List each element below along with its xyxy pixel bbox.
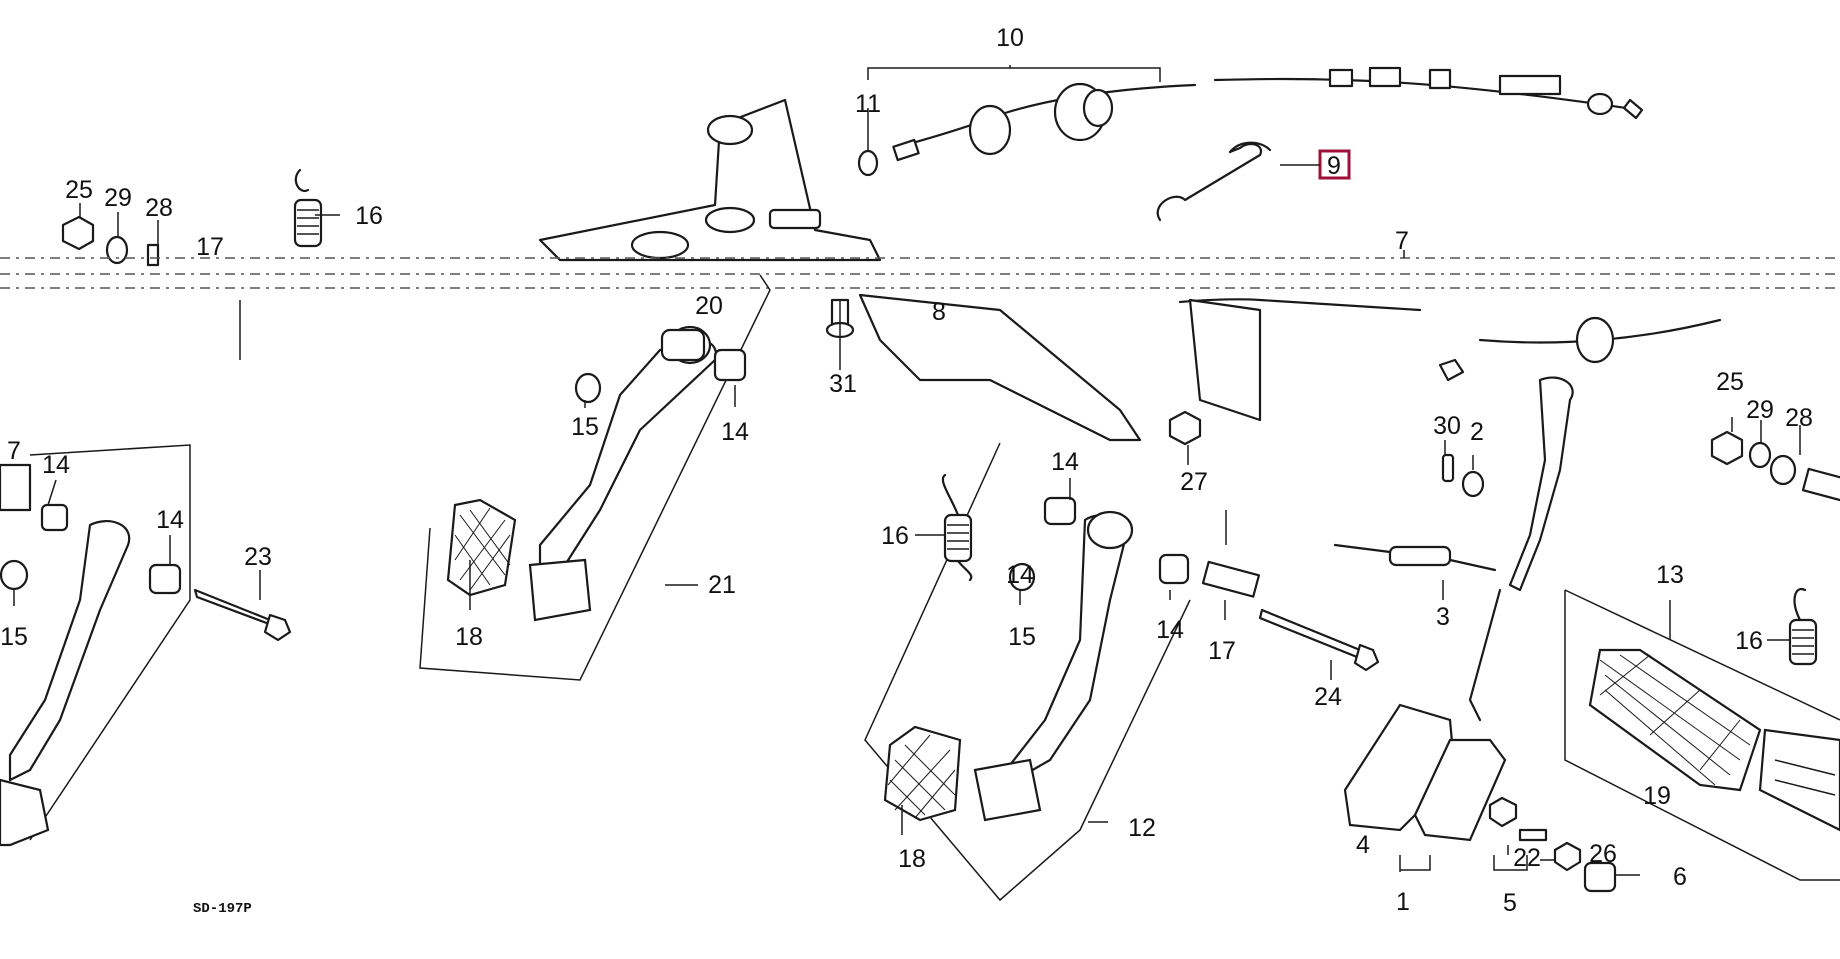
callout-20: 20	[695, 292, 723, 320]
bushing-14-center-left[interactable]	[713, 348, 747, 382]
clutch-cable-lower[interactable]	[1178, 298, 1722, 382]
callout-7-top: 7	[1395, 227, 1409, 255]
sleeve-17-center[interactable]	[1201, 560, 1261, 598]
callout-28-right: 28	[1785, 404, 1813, 432]
spring-16-center[interactable]	[941, 473, 973, 582]
callout-16-c: 16	[1735, 627, 1763, 655]
nut-25-left[interactable]	[61, 215, 95, 251]
callout-14-c: 14	[721, 418, 749, 446]
callout-9: 9	[1327, 152, 1341, 180]
washer-29-right[interactable]	[1748, 441, 1772, 469]
callout-15-a: 15	[0, 623, 28, 651]
spring-3[interactable]	[1333, 543, 1497, 572]
leader-lines	[13, 65, 1801, 876]
callout-10: 10	[996, 24, 1024, 52]
stopper-6[interactable]	[1583, 861, 1617, 893]
bolt-23[interactable]	[193, 588, 292, 642]
callout-18-a: 18	[455, 623, 483, 651]
callout-15-b: 15	[571, 413, 599, 441]
bolt-31[interactable]	[825, 298, 855, 360]
nut-26[interactable]	[1553, 841, 1582, 872]
callout-16-b: 16	[881, 522, 909, 550]
brake-pedal-left-partial[interactable]	[0, 444, 191, 847]
pedal-bracket[interactable]	[538, 98, 1262, 442]
clip-30[interactable]	[1441, 453, 1455, 483]
sleeve-right[interactable]	[1801, 467, 1840, 505]
brake-pedal-12[interactable]	[864, 442, 1191, 902]
washer-29-left[interactable]	[105, 235, 129, 265]
callout-2: 2	[1470, 418, 1484, 446]
callout-17-b: 17	[1208, 637, 1236, 665]
washer-11[interactable]	[857, 149, 879, 177]
clutch-pedal-21[interactable]	[419, 274, 771, 681]
callout-19: 19	[1643, 782, 1671, 810]
bushing-15-center[interactable]	[1008, 562, 1036, 592]
callout-3: 3	[1436, 603, 1450, 631]
callout-16-a: 16	[355, 202, 383, 230]
bushing-15-left[interactable]	[0, 559, 29, 591]
callout-14-d: 14	[1051, 448, 1079, 476]
callout-14-b: 14	[156, 506, 184, 534]
callout-24: 24	[1314, 683, 1342, 711]
callout-30: 30	[1433, 412, 1461, 440]
washer-28-right[interactable]	[1769, 454, 1797, 486]
clip-28-left[interactable]	[146, 243, 160, 267]
callout-8: 8	[932, 298, 946, 326]
callout-1: 1	[1396, 888, 1410, 916]
callout-5: 5	[1503, 889, 1517, 917]
callout-21: 21	[708, 571, 736, 599]
bushing-15-center-left[interactable]	[574, 372, 602, 404]
callout-25-left: 25	[65, 176, 93, 204]
callout-14-a: 14	[42, 451, 70, 479]
callout-14-f: 14	[1006, 561, 1034, 589]
callout-22: 22	[1513, 844, 1541, 872]
callout-15-c: 15	[1008, 623, 1036, 651]
callout-25-right: 25	[1716, 368, 1744, 396]
callout-17-a: 17	[196, 233, 224, 261]
return-spring-9[interactable]	[1156, 141, 1272, 222]
clutch-cable-assembly[interactable]	[892, 66, 1644, 162]
callout-23: 23	[244, 543, 272, 571]
callout-12: 12	[1128, 814, 1156, 842]
bolt-24[interactable]	[1258, 608, 1380, 672]
callout-29-left: 29	[104, 184, 132, 212]
drawing-code: SD-197P	[193, 901, 252, 917]
bolt-22[interactable]	[1518, 828, 1548, 842]
section-break-line	[0, 257, 1840, 289]
spring-16-right[interactable]	[1788, 587, 1818, 666]
bushing-14-center-b[interactable]	[1158, 553, 1190, 585]
callout-labels: 1 2 3 4 5 6 7 7 8 9 10 11 12 13 14 14 14…	[0, 24, 1813, 917]
washer-2[interactable]	[1461, 470, 1485, 498]
callout-26: 26	[1589, 840, 1617, 868]
callout-18-b: 18	[898, 845, 926, 873]
callout-11: 11	[855, 90, 881, 118]
callout-27: 27	[1180, 468, 1208, 496]
callout-7-left: 7	[7, 437, 21, 465]
spring-16-top[interactable]	[293, 168, 323, 248]
pedal-pad-group-13[interactable]	[1564, 589, 1840, 881]
callout-13: 13	[1656, 561, 1684, 589]
nut-27[interactable]	[1168, 410, 1202, 446]
callout-14-e: 14	[1156, 616, 1184, 644]
accelerator-pedal-assembly[interactable]	[1343, 376, 1574, 842]
callout-6: 6	[1673, 863, 1687, 891]
bushing-14-left-b[interactable]	[148, 563, 182, 595]
nut-5[interactable]	[1488, 796, 1518, 828]
nut-25-right[interactable]	[1710, 430, 1744, 466]
callout-28-left: 28	[145, 194, 173, 222]
callout-31: 31	[829, 370, 857, 398]
callout-4: 4	[1356, 831, 1370, 859]
callout-29-right: 29	[1746, 396, 1774, 424]
bushing-14-center[interactable]	[1043, 496, 1077, 526]
